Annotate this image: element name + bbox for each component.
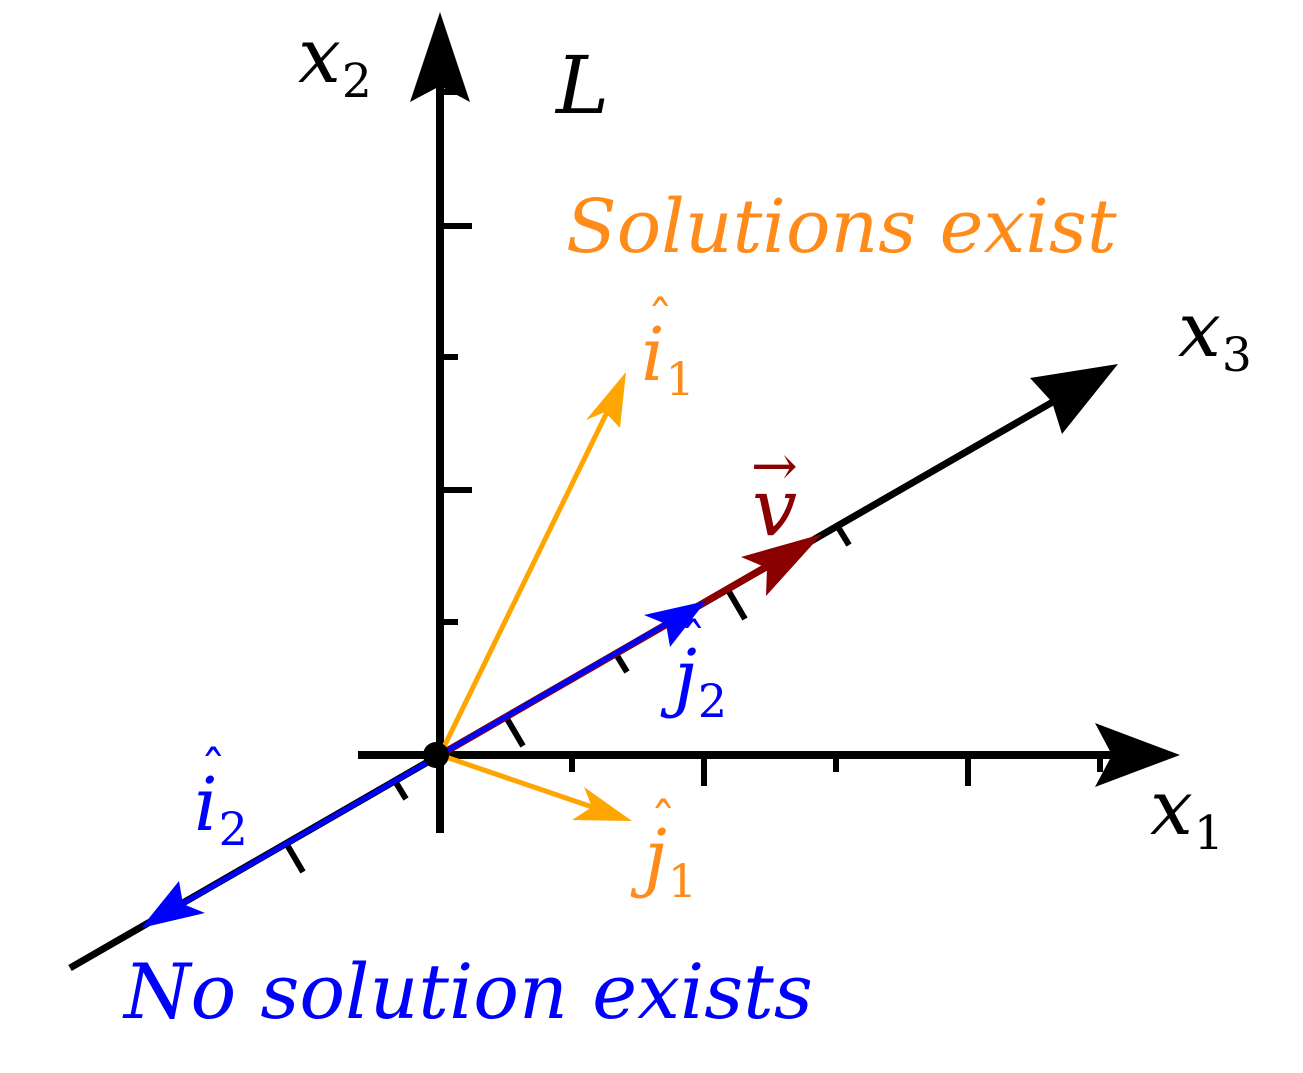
line-l-label: L — [556, 39, 610, 132]
x3-tick — [503, 715, 526, 748]
x2-axis — [410, 12, 472, 833]
v-label: →v — [750, 433, 798, 554]
origin-point — [423, 742, 449, 768]
vector-j1-arrowhead — [572, 787, 632, 821]
x3-tick — [283, 841, 306, 874]
x3-tick — [392, 779, 409, 801]
no-solution-exists-caption: No solution exists — [124, 947, 813, 1036]
x3-axis-label: x3 — [1178, 285, 1252, 384]
vector-i2 — [141, 752, 442, 928]
vector-j1 — [439, 752, 632, 821]
x1-axis-label: x1 — [1150, 763, 1224, 862]
x1-axis-arrowhead — [1095, 723, 1180, 787]
vector-j2-arrowhead — [644, 601, 706, 647]
x3-tick — [613, 652, 630, 674]
x2-axis-arrowhead — [410, 12, 470, 102]
x3-tick — [725, 588, 748, 621]
vector-i2-arrowhead — [141, 881, 205, 928]
vector-j2 — [438, 601, 706, 758]
x3-axis-arrowhead — [1030, 364, 1118, 434]
x2-axis-label: x2 — [298, 11, 372, 110]
vector-v-arrowhead — [741, 534, 822, 596]
x1-axis — [358, 723, 1180, 787]
x3-tick — [835, 525, 852, 547]
solutions-exist-caption: Solutions exist — [566, 184, 1117, 270]
vector-i1 — [437, 372, 626, 757]
vector-i1-arrowhead — [586, 372, 626, 428]
